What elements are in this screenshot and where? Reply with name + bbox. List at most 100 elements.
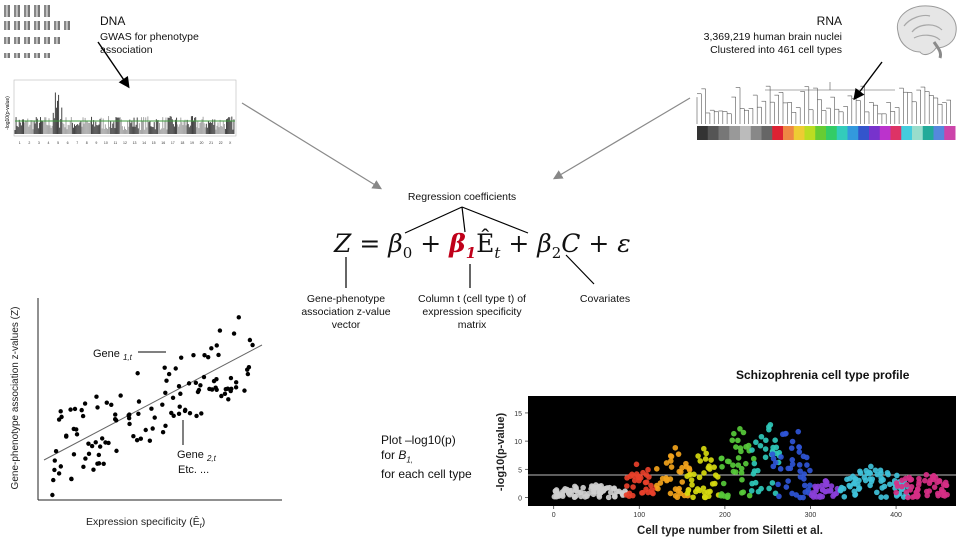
cell-type-point bbox=[856, 485, 863, 491]
cell-type-point bbox=[626, 493, 632, 499]
gene-point bbox=[149, 406, 154, 411]
rna-to-regression-arrow bbox=[552, 97, 691, 180]
dna-panel: DNA GWAS for phenotype association -log1… bbox=[0, 0, 240, 150]
cell-type-point bbox=[767, 421, 774, 428]
x-tick-label: 100 bbox=[633, 512, 645, 519]
cell-type-point bbox=[850, 473, 856, 480]
cell-type-point bbox=[789, 490, 795, 497]
cell-type-point bbox=[817, 492, 823, 499]
cell-type-point bbox=[903, 489, 910, 495]
cell-type-point bbox=[580, 484, 586, 491]
chart-xlabel: Cell type number from Siletti et al. bbox=[637, 525, 823, 537]
cell-type-point bbox=[562, 486, 568, 492]
cell-type-point bbox=[605, 494, 612, 501]
gene-point bbox=[126, 413, 131, 418]
cell-type-point bbox=[940, 489, 947, 495]
cell-type-point bbox=[772, 437, 778, 443]
manhattan-chrom-label: X bbox=[229, 141, 232, 145]
gene-point bbox=[178, 391, 183, 396]
gene-point bbox=[219, 393, 224, 399]
chromosome-glyph bbox=[64, 21, 67, 30]
cell-type-point bbox=[590, 488, 597, 495]
cell-type-point bbox=[668, 458, 674, 464]
cell-type-point bbox=[675, 451, 682, 457]
cell-type-point bbox=[683, 460, 689, 467]
chromosome-glyph bbox=[17, 37, 20, 44]
chromosome-glyph bbox=[4, 5, 7, 17]
gene1-label: Gene 1,t bbox=[93, 348, 132, 363]
dna-arrow bbox=[97, 41, 130, 89]
cell-type-point bbox=[914, 486, 921, 492]
regression-line bbox=[43, 344, 263, 461]
cell-type-point bbox=[776, 493, 782, 500]
cell-type-point bbox=[936, 478, 943, 484]
manhattan-chrom-label: 9 bbox=[95, 141, 97, 145]
cell-type-point bbox=[880, 477, 886, 483]
gene-point bbox=[191, 352, 196, 358]
chromosome-glyph bbox=[14, 5, 17, 17]
cell-type-point bbox=[702, 456, 709, 462]
scatter-ylabel: Gene-phenotype association z-values (Z) bbox=[10, 307, 21, 490]
cell-type-point bbox=[684, 490, 691, 496]
gene-point bbox=[86, 441, 91, 446]
gene-point bbox=[209, 346, 214, 351]
cell-type-point bbox=[812, 483, 818, 490]
cell-type-point bbox=[811, 492, 818, 498]
cell-type-point bbox=[943, 482, 950, 489]
cluster-color-band bbox=[740, 126, 752, 140]
gene-point bbox=[95, 405, 100, 410]
cell-type-point bbox=[700, 485, 707, 491]
cluster-color-band bbox=[815, 126, 827, 140]
cell-type-point bbox=[770, 444, 776, 451]
gene-point bbox=[56, 471, 62, 476]
cell-type-point bbox=[688, 477, 695, 483]
cell-type-point bbox=[645, 466, 651, 473]
cluster-color-band bbox=[933, 126, 945, 140]
cell-type-point bbox=[711, 464, 717, 470]
cluster-color-band bbox=[836, 126, 848, 140]
cell-type-point bbox=[690, 494, 696, 501]
cell-type-point bbox=[770, 455, 777, 462]
gene-point bbox=[198, 383, 203, 388]
cluster-color-band bbox=[901, 126, 913, 140]
cell-type-point bbox=[566, 491, 573, 498]
chromosome-glyph bbox=[34, 21, 37, 30]
chromosome-glyph bbox=[44, 5, 47, 17]
cell-type-point bbox=[643, 479, 650, 486]
rna-arrow bbox=[853, 61, 883, 101]
scatter-xlabel: Expression specificity (Êt) bbox=[86, 516, 206, 531]
gene-point bbox=[113, 412, 118, 417]
gene-point bbox=[74, 432, 80, 437]
expression-scatter-panel: Gene-phenotype association z-values (Z) … bbox=[0, 290, 290, 540]
cell-type-point bbox=[844, 476, 850, 483]
cell-type-point bbox=[935, 490, 941, 497]
chromosome-glyph bbox=[54, 37, 57, 44]
schizophrenia-chart: -log10(p-value) Cell type number from Si… bbox=[495, 396, 956, 537]
gene-point bbox=[104, 400, 109, 405]
cell-type-point bbox=[763, 437, 769, 444]
cluster-color-band bbox=[697, 126, 709, 140]
cell-type-point bbox=[819, 487, 826, 493]
cell-type-point bbox=[851, 480, 858, 487]
cluster-color-band bbox=[761, 126, 773, 140]
gene-point bbox=[64, 434, 69, 439]
chromosome-glyph bbox=[44, 37, 47, 44]
karyotype-icon bbox=[4, 5, 70, 58]
gene-point bbox=[231, 331, 237, 336]
cluster-color-band bbox=[912, 126, 924, 140]
cell-type-point bbox=[726, 458, 732, 465]
cell-type-point bbox=[872, 467, 879, 474]
chromosome-glyph bbox=[24, 37, 27, 44]
label-z-vector: Gene-phenotype association z-value vecto… bbox=[301, 293, 391, 331]
manhattan-chrom-label: 12 bbox=[123, 141, 127, 145]
cell-type-point bbox=[686, 467, 693, 473]
chromosome-glyph bbox=[47, 5, 50, 17]
gene-point bbox=[51, 477, 56, 483]
cell-type-point bbox=[646, 474, 652, 480]
cluster-color-band bbox=[793, 126, 805, 140]
cell-type-point bbox=[737, 426, 743, 432]
chromosome-glyph bbox=[14, 37, 17, 44]
cell-type-point bbox=[635, 474, 642, 481]
cell-type-point bbox=[743, 460, 749, 467]
cell-type-point bbox=[725, 492, 731, 499]
